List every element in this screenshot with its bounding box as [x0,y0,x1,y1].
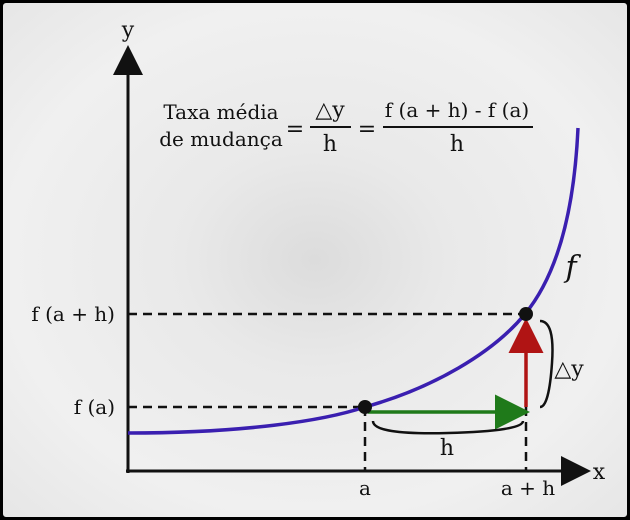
function-curve [127,127,580,435]
fah-tick-label: f (a + h) [31,302,115,326]
formula-frac2-numerator: f (a + h) - f (a) [385,98,529,122]
a-tick-label: a [359,476,371,500]
y-axis-label: y [121,18,135,43]
a-plus-h-tick-label: a + h [501,476,555,500]
dy-label: △y [554,357,584,382]
x-axis-label: x [593,460,606,485]
formula-equals-1: = [286,117,304,142]
formula-frac1-denominator: h [323,132,337,157]
formula-frac1-numerator: △y [315,98,345,123]
h-brace [371,420,525,435]
dy-brace [539,319,554,409]
point-a-plus-h [519,307,533,321]
function-label: f [563,250,581,285]
formula-frac2-denominator: h [450,132,464,157]
fa-tick-label: f (a) [74,395,115,419]
point-a [358,400,372,414]
h-label: h [440,436,454,461]
average-rate-of-change-diagram: y x f h △y f (a + h) f (a) a a + h Taxa … [31,18,606,500]
formula-lhs-line2: de mudança [159,127,283,151]
formula-equals-2: = [358,117,376,142]
average-rate-formula: Taxa média de mudança = △y h = f (a + h)… [159,98,533,157]
formula-lhs-line1: Taxa média [163,100,278,124]
